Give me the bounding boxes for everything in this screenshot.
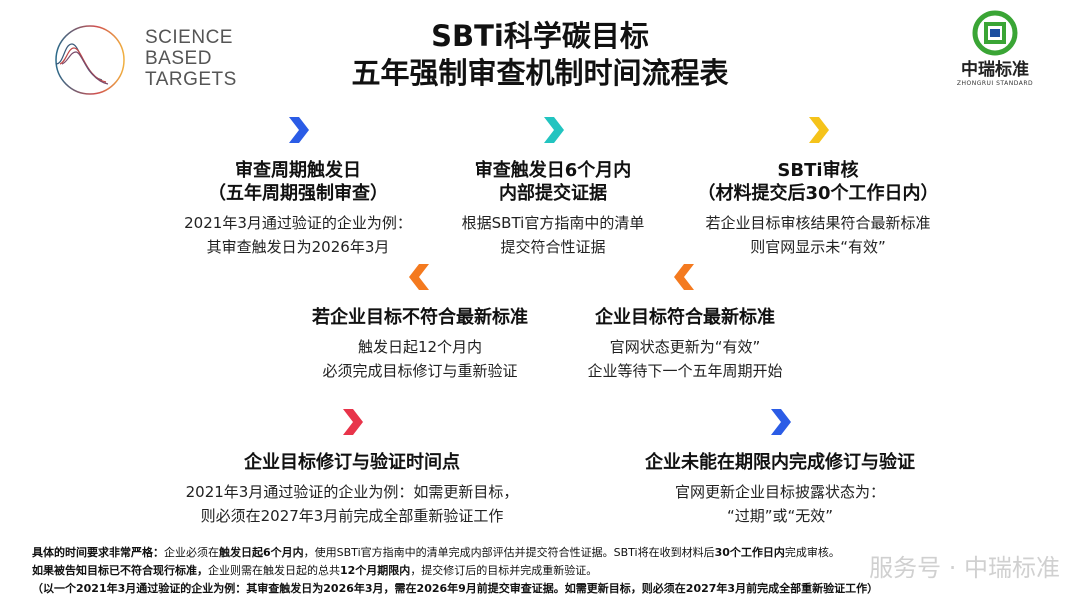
step-heading: 审查周期触发日	[235, 160, 361, 181]
step-body: 则必须在2027年3月前完成全部重新验证工作	[200, 507, 504, 525]
step-body: 其审查触发日为2026年3月	[206, 238, 390, 256]
step-heading: 审查触发日6个月内	[474, 160, 632, 181]
step-heading: 企业目标修订与验证时间点	[243, 452, 460, 473]
footer-line-3: （以一个2021年3月通过验证的企业为例：其审查触发日为2026年3月，需在20…	[32, 582, 879, 595]
step-1: 审查周期触发日（五年周期强制审查） 2021年3月通过验证的企业为例： 其审查触发日…	[184, 159, 412, 259]
sbti-circle-icon	[55, 25, 125, 95]
chevron-right-icon	[289, 117, 309, 143]
step-body: “过期”或“无效”	[726, 507, 834, 525]
step-body: 提交符合性证据	[500, 238, 606, 256]
step-heading: （材料提交后30个工作日内）	[697, 183, 939, 204]
step-body: 2021年3月通过验证的企业为例：	[184, 214, 412, 232]
zhongrui-emblem-icon	[972, 10, 1018, 56]
chevron-left-icon	[409, 264, 429, 290]
footer-line-2: 如果被告知目标已不符合现行标准，企业则需在触发日起的总共12个月期限内，提交修订…	[32, 564, 598, 577]
step-body: 触发日起12个月内	[357, 338, 483, 356]
chevron-right-icon	[771, 409, 791, 435]
step-5: 企业目标符合最新标准官网状态更新为“有效” 企业等待下一个五年周期开始	[587, 306, 782, 383]
step-body: 则官网显示未“有效”	[750, 238, 886, 256]
step-2: 审查触发日6个月内内部提交证据根据SBTi官方指南中的清单提交符合性证据	[462, 159, 645, 259]
step-body: 根据SBTi官方指南中的清单	[461, 214, 645, 232]
step-3: SBTi审核（材料提交后30个工作日内） 若企业目标审核结果符合最新标准则官网显示…	[697, 159, 938, 259]
step-heading: （五年周期强制审查）	[208, 183, 388, 204]
title-line-1: SBTi科学碳目标	[431, 19, 649, 53]
step-body: 官网更新企业目标披露状态为：	[674, 483, 885, 501]
step-body: 企业等待下一个五年周期开始	[587, 362, 783, 380]
footer-notes: 具体的时间要求非常严格：企业必须在触发日起6个月内，使用SBTi官方指南中的清单…	[32, 544, 878, 598]
page-title: SBTi科学碳目标 五年强制审查机制时间流程表	[0, 18, 1080, 92]
zhongrui-logo: 中瑞标准 ZHONGRUI STANDARD	[945, 10, 1045, 87]
step-heading: 企业目标符合最新标准	[594, 307, 775, 328]
step-6: 企业目标修订与验证时间点 2021年3月通过验证的企业为例：如需更新目标， 则必须在…	[186, 451, 519, 528]
step-heading: SBTi审核	[777, 160, 859, 181]
step-heading: 若企业目标不符合最新标准	[312, 307, 528, 328]
chevron-right-icon	[343, 409, 363, 435]
chevron-right-icon	[809, 117, 829, 143]
step-body: 官网状态更新为“有效”	[609, 338, 761, 356]
title-line-2: 五年强制审查机制时间流程表	[351, 56, 729, 90]
chevron-left-icon	[674, 264, 694, 290]
step-7: 企业未能在期限内完成修订与验证官网更新企业目标披露状态为： “过期”或“无效”	[645, 451, 915, 528]
step-body: 2021年3月通过验证的企业为例：如需更新目标，	[185, 483, 519, 501]
step-4: 若企业目标不符合最新标准触发日起12个月内必须完成目标修订与重新验证	[312, 306, 528, 383]
step-body: 必须完成目标修订与重新验证	[322, 362, 518, 380]
step-heading: 企业未能在期限内完成修订与验证	[645, 452, 915, 473]
watermark: 服务号 · 中瑞标准	[869, 554, 1060, 582]
step-heading: 内部提交证据	[499, 183, 607, 204]
footer-line-1: 具体的时间要求非常严格：企业必须在触发日起6个月内，使用SBTi官方指南中的清单…	[32, 546, 840, 559]
chevron-right-icon	[544, 117, 564, 143]
step-body: 若企业目标审核结果符合最新标准	[705, 214, 931, 232]
